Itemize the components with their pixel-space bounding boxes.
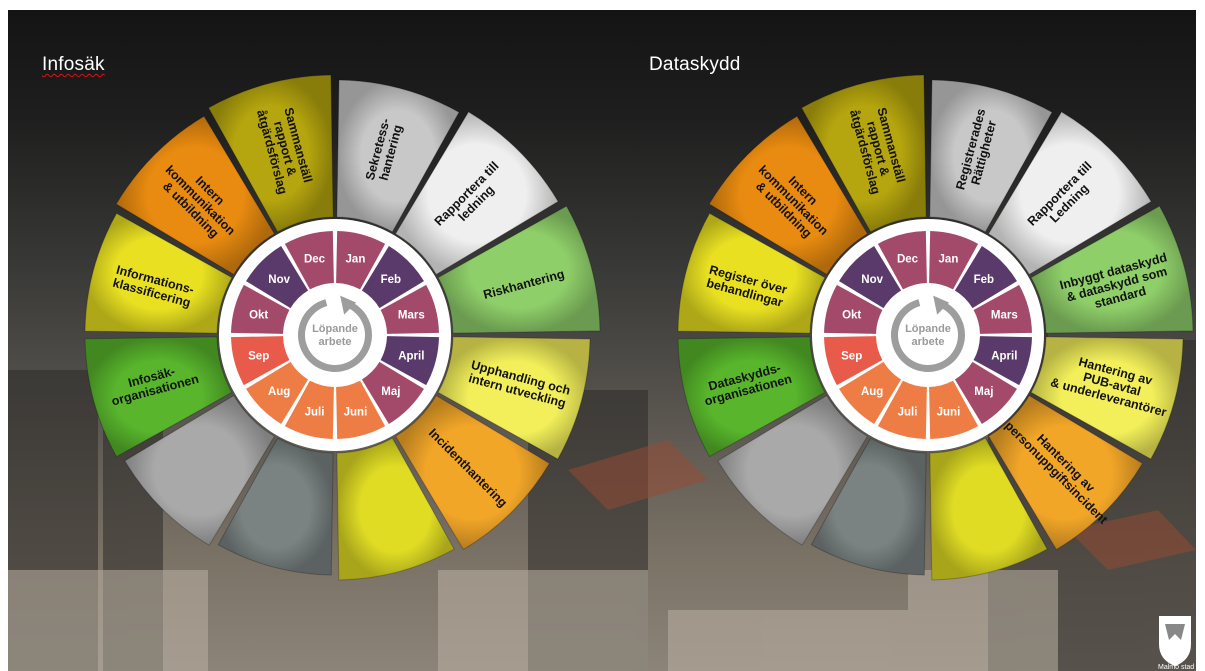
segment-shading <box>208 75 334 232</box>
malmo-stad-logo <box>1159 616 1191 666</box>
segment-shading <box>801 75 927 232</box>
segment-shading <box>218 438 334 575</box>
segment-shading <box>929 80 1053 232</box>
month-label-april: April <box>991 350 1017 362</box>
center-text: arbete <box>318 336 351 348</box>
month-segment-dec <box>877 231 927 290</box>
month-label-aug: Aug <box>861 386 883 398</box>
logo-text: Malmö stad <box>1158 664 1195 671</box>
segment-shading <box>988 395 1143 550</box>
month-label-nov: Nov <box>268 274 290 286</box>
segment-shading <box>1031 206 1193 334</box>
wheel-title-infosak: Infosäk <box>42 54 105 75</box>
center-text: arbete <box>911 336 944 348</box>
month-segment-mars <box>973 284 1032 334</box>
center-text: Löpande <box>905 323 951 335</box>
month-label-feb: Feb <box>381 274 401 286</box>
month-label-jan: Jan <box>346 254 366 266</box>
month-label-juli: Juli <box>305 406 325 418</box>
month-segment-mars <box>380 284 439 334</box>
month-segment-juni <box>929 380 979 439</box>
month-label-juni: Juni <box>344 406 368 418</box>
month-label-feb: Feb <box>974 274 994 286</box>
month-segment-april <box>380 336 439 386</box>
month-segment-nov <box>246 246 309 309</box>
month-segment-dec <box>284 231 334 290</box>
segment-shading <box>811 438 927 575</box>
month-segment-sep <box>231 336 290 386</box>
segment-shading <box>336 438 455 580</box>
month-segment-aug <box>246 361 309 424</box>
segment-shading <box>395 111 559 275</box>
segment-shading <box>678 213 825 334</box>
month-segment-jan <box>336 231 386 290</box>
month-label-dec: Dec <box>304 254 326 266</box>
month-segment-aug <box>839 361 902 424</box>
segment-shading <box>124 395 275 546</box>
segment-shading <box>678 336 825 457</box>
month-segment-juli <box>284 380 334 439</box>
month-segment-jan <box>929 231 979 290</box>
month-segment-okt <box>231 284 290 334</box>
month-segment-april <box>973 336 1032 386</box>
segment-shading <box>438 336 590 460</box>
month-segment-nov <box>839 246 902 309</box>
segment-shading <box>1031 336 1183 460</box>
month-label-april: April <box>398 350 424 362</box>
month-segment-feb <box>361 246 424 309</box>
month-label-aug: Aug <box>268 386 290 398</box>
month-segment-maj <box>954 361 1017 424</box>
segment-shading <box>929 438 1048 580</box>
segment-shading <box>395 395 550 550</box>
month-label-jan: Jan <box>939 254 959 266</box>
segment-shading <box>709 116 868 275</box>
segment-shading <box>85 213 232 334</box>
segment-shading <box>717 395 868 546</box>
month-label-mars: Mars <box>991 310 1018 322</box>
segment-shading <box>116 116 275 275</box>
segment-shading <box>988 111 1152 275</box>
month-label-okt: Okt <box>249 310 268 322</box>
month-label-nov: Nov <box>861 274 883 286</box>
month-segment-okt <box>824 284 883 334</box>
month-label-juli: Juli <box>898 406 918 418</box>
month-label-maj: Maj <box>974 386 993 398</box>
month-label-sep: Sep <box>841 350 862 362</box>
month-label-maj: Maj <box>381 386 400 398</box>
month-label-dec: Dec <box>897 254 919 266</box>
month-segment-feb <box>954 246 1017 309</box>
month-label-okt: Okt <box>842 310 861 322</box>
wheel-title-dataskydd: Dataskydd <box>649 54 741 75</box>
segment-shading <box>438 206 600 334</box>
cycle-arrowhead-icon <box>340 295 357 315</box>
month-segment-maj <box>361 361 424 424</box>
month-segment-sep <box>824 336 883 386</box>
month-label-juni: Juni <box>937 406 961 418</box>
center-text: Löpande <box>312 323 358 335</box>
month-segment-juli <box>877 380 927 439</box>
segment-shading <box>336 80 460 232</box>
month-label-mars: Mars <box>398 310 425 322</box>
segment-shading <box>85 336 232 457</box>
cycle-arrowhead-icon <box>933 295 950 315</box>
month-label-sep: Sep <box>248 350 269 362</box>
month-segment-juni <box>336 380 386 439</box>
